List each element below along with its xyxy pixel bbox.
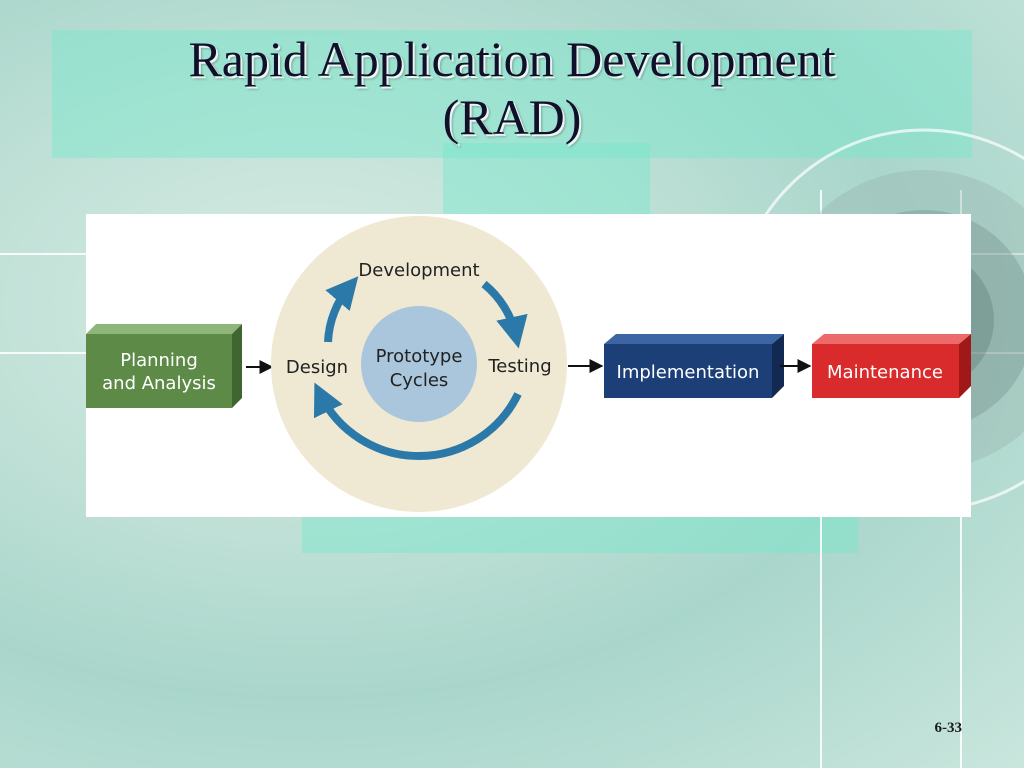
planning-analysis-box: Planning and Analysis — [86, 324, 242, 408]
cycle-center-line1: Prototype — [376, 346, 463, 367]
maintenance-box-side — [959, 334, 971, 398]
planning-label-line2: and Analysis — [102, 373, 216, 394]
planning-box-top — [86, 324, 242, 334]
cycle-arrow-icon — [481, 280, 528, 349]
maintenance-label: Maintenance — [827, 362, 943, 383]
maintenance-box-top — [812, 334, 971, 344]
cycle-design-label: Design — [286, 357, 348, 378]
slide-number: 6-33 — [934, 720, 963, 736]
cycle-center-line2: Cycles — [390, 370, 449, 391]
implementation-box-front — [604, 344, 772, 398]
planning-box-side — [232, 324, 242, 408]
implementation-box: Implementation — [604, 334, 784, 398]
title-line-2: (RAD) — [442, 89, 582, 145]
implementation-label: Implementation — [617, 362, 760, 383]
cycle-arrow-icon — [313, 382, 522, 460]
cycle-development-label: Development — [358, 260, 479, 281]
cycle-testing-label: Testing — [487, 356, 551, 377]
maintenance-box: Maintenance — [812, 334, 971, 398]
prototype-cycle: Development Design Testing Prototype Cyc… — [271, 216, 567, 512]
implementation-box-top — [604, 334, 784, 344]
cycle-arrow-icon — [324, 276, 359, 343]
bg-rect-bottom — [302, 516, 858, 553]
cycle-center — [361, 306, 477, 422]
title-line-1: Rapid Application Development — [188, 31, 836, 87]
planning-label-line1: Planning — [120, 350, 198, 371]
implementation-box-side — [772, 334, 784, 398]
bg-rect-top — [52, 30, 972, 158]
maintenance-box-front — [812, 344, 959, 398]
planning-box-front — [86, 334, 232, 408]
bg-rect-mid — [443, 143, 650, 218]
rad-diagram: Planning and Analysis Development Design… — [86, 216, 971, 512]
rad-diagram-panel: Planning and Analysis Development Design… — [86, 214, 971, 517]
slide-title: Rapid Application Development (RAD) — [0, 30, 1024, 146]
